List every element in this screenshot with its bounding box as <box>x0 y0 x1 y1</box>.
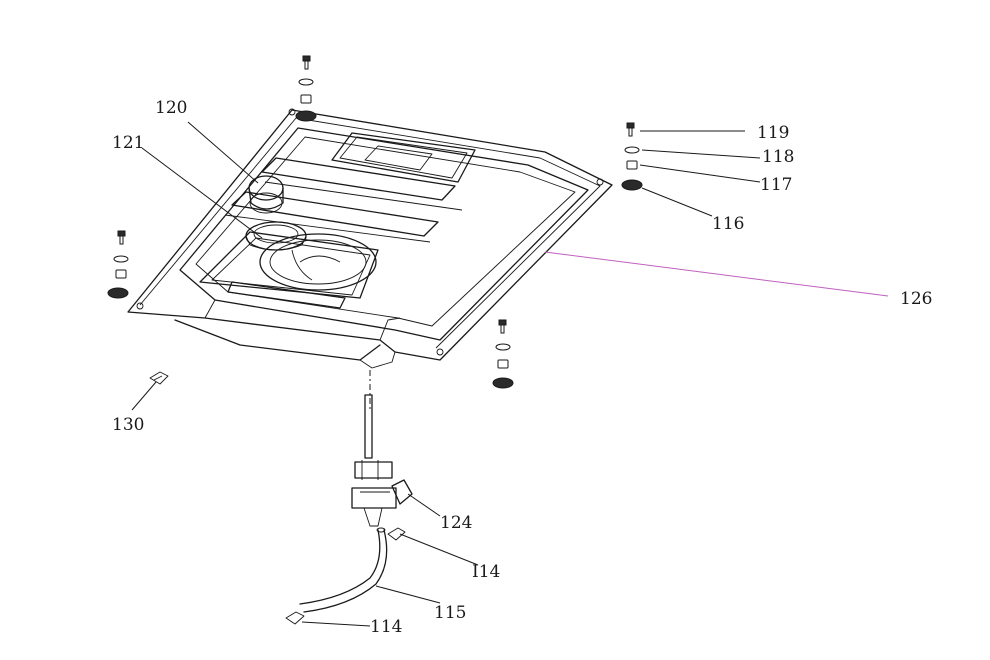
label-115: 115 <box>434 603 466 623</box>
mount-hardware-front <box>492 319 514 389</box>
leader-124 <box>407 493 441 517</box>
label-126: 126 <box>900 289 932 309</box>
label-117: 117 <box>760 175 792 195</box>
mount-hardware-right <box>621 122 643 191</box>
fuel-valve <box>351 394 413 527</box>
leader-115 <box>375 585 441 604</box>
hose-clamp-upper <box>387 527 406 541</box>
label-116: 116 <box>712 214 744 234</box>
label-121: 121 <box>112 133 144 153</box>
leader-114-upper <box>399 533 479 566</box>
fuel-tank <box>127 108 613 369</box>
leader-116 <box>641 187 713 217</box>
leader-121 <box>141 147 263 239</box>
leader-114-lower <box>301 621 371 627</box>
leader-lines <box>131 121 889 627</box>
filler-cap <box>248 175 284 214</box>
label-124: 124 <box>440 513 472 533</box>
label-114-upper: I14 <box>472 562 500 582</box>
hose-clip-130 <box>149 371 169 385</box>
fuel-hose <box>299 527 388 613</box>
leader-120 <box>187 121 259 184</box>
mount-hardware-left <box>107 230 129 299</box>
label-120: 120 <box>155 98 187 118</box>
leader-130 <box>131 381 157 411</box>
label-119: 119 <box>757 123 789 143</box>
filter-strainer <box>245 221 307 251</box>
leader-126 <box>544 251 889 297</box>
leader-117 <box>639 164 761 183</box>
leader-118 <box>641 149 761 159</box>
label-114-lower: 114 <box>370 617 402 637</box>
mount-hardware-top <box>295 55 317 122</box>
label-130: 130 <box>112 415 144 435</box>
label-118: 118 <box>762 147 794 167</box>
hose-clamp-lower <box>285 611 305 625</box>
